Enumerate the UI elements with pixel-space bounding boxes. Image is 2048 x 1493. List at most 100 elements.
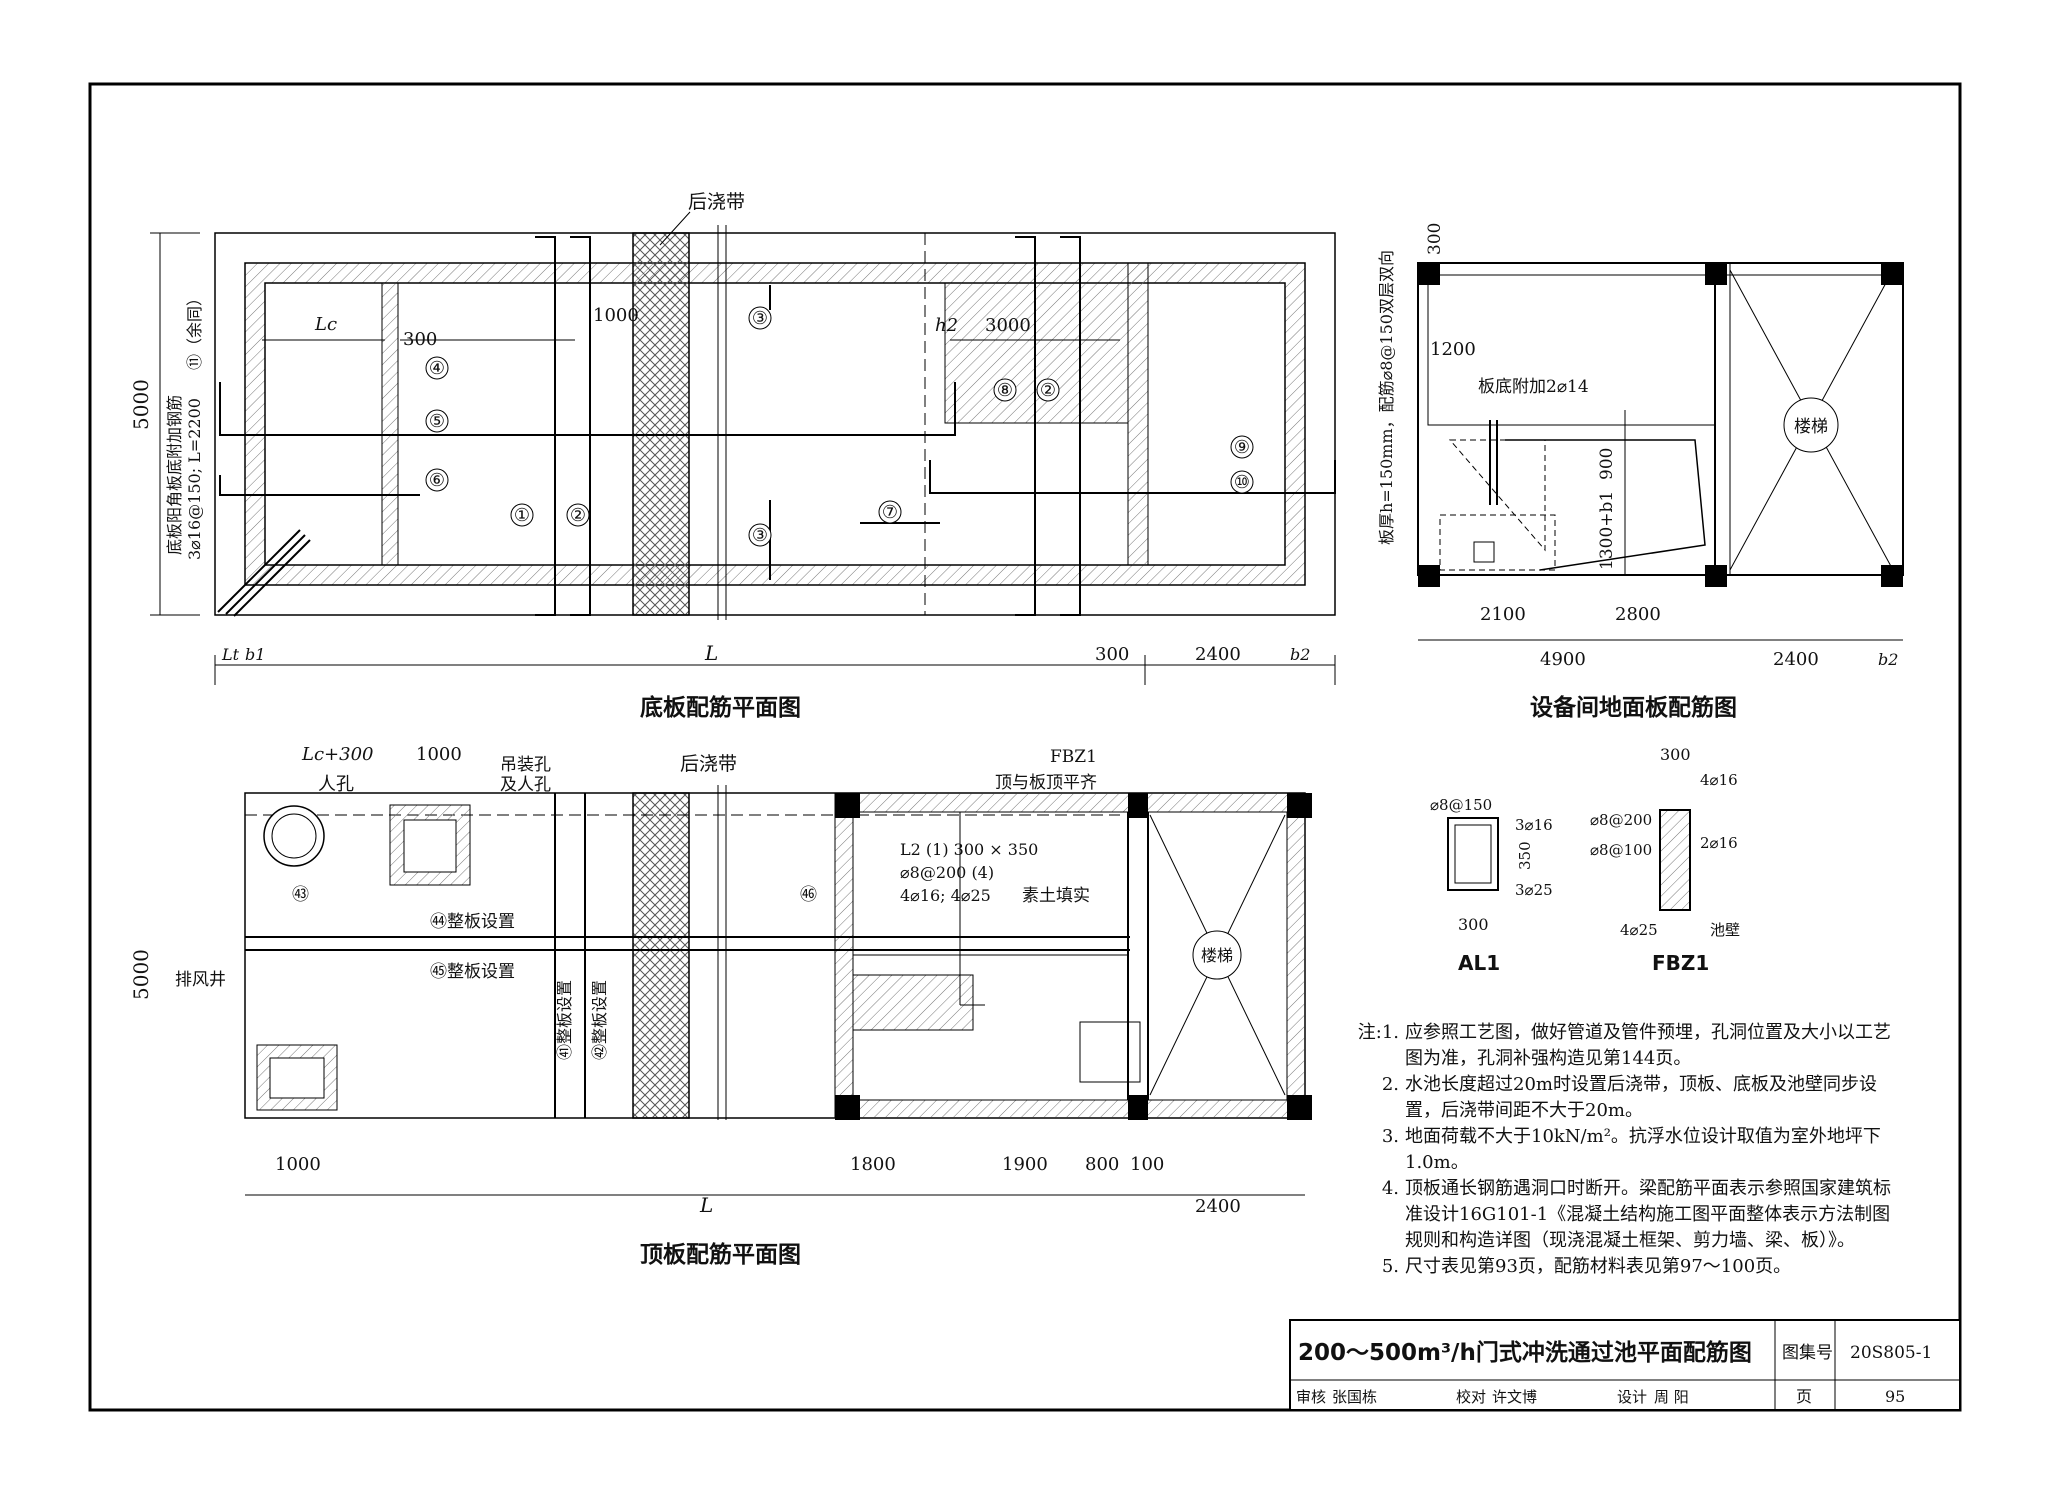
dim-4900: 4900 bbox=[1540, 649, 1586, 670]
marker-text: ⑦ bbox=[882, 502, 898, 523]
marker-41: ㊶整板设置 bbox=[555, 980, 574, 1060]
note-text: 地面荷载不大于10kN/m²。抗浮水位设计取值为室外地坪下1.0m。 bbox=[1405, 1126, 1881, 1173]
fbz1-w: 300 bbox=[1660, 745, 1691, 764]
note-num: 5. bbox=[1381, 1256, 1399, 1277]
check-label: 校对 bbox=[1456, 1388, 1486, 1406]
designer: 周 阳 bbox=[1654, 1388, 1689, 1406]
top-plan-title: 顶板配筋平面图 bbox=[640, 1241, 801, 1268]
dim-1000: 1000 bbox=[416, 744, 462, 765]
fbz1-wall: 池壁 bbox=[1710, 921, 1740, 939]
dim-3000: 3000 bbox=[985, 315, 1031, 336]
marker-text: ⑧ bbox=[997, 380, 1013, 401]
bottom-plan-title: 底板配筋平面图 bbox=[640, 694, 801, 721]
dim-2100: 2100 bbox=[1480, 604, 1526, 625]
design-label: 设计 bbox=[1617, 1388, 1647, 1406]
note-num: 2. bbox=[1381, 1074, 1399, 1095]
note-num: 4. bbox=[1381, 1178, 1399, 1199]
atlas-label: 图集号 bbox=[1782, 1343, 1833, 1363]
marker-45: ㊺整板设置 bbox=[430, 962, 515, 982]
al1-h: 350 bbox=[1516, 841, 1534, 870]
atlas-no: 20S805-1 bbox=[1850, 1343, 1932, 1363]
manhole-label: 人孔 bbox=[318, 774, 354, 795]
dim-2400: 2400 bbox=[1195, 1196, 1241, 1217]
marker-text: ② bbox=[570, 505, 586, 526]
equip-plan-title: 设备间地面板配筋图 bbox=[1530, 694, 1737, 721]
lift-hole-label: 吊装孔 bbox=[500, 755, 551, 775]
drawing-title: 200～500m³/h门式冲洗通过池平面配筋图 bbox=[1298, 1339, 1752, 1366]
marker-46: ㊻ bbox=[800, 885, 817, 905]
marker-text: ⑥ bbox=[429, 470, 445, 491]
marker-text: ② bbox=[1040, 380, 1056, 401]
dim-800b: 800 bbox=[1085, 1154, 1119, 1175]
dim-b1: b1 bbox=[245, 645, 265, 664]
marker-text: ④ bbox=[429, 358, 445, 379]
dim-1800: 1800 bbox=[850, 1154, 896, 1175]
al1-w: 300 bbox=[1458, 915, 1489, 934]
marker-text: ③ bbox=[752, 308, 768, 329]
post-pour-band bbox=[632, 232, 690, 616]
reviewer: 张国栋 bbox=[1332, 1388, 1377, 1406]
dim-300: 300 bbox=[403, 329, 437, 350]
dim-lc300: Lc+300 bbox=[301, 744, 373, 765]
review-label: 审核 bbox=[1296, 1388, 1326, 1406]
post-pour-label: 后浇带 bbox=[680, 753, 737, 775]
dim-lc: Lc bbox=[314, 314, 337, 335]
page-no: 95 bbox=[1885, 1387, 1905, 1406]
dim-1200: 1200 bbox=[1430, 339, 1476, 360]
al1-name: AL1 bbox=[1458, 951, 1500, 975]
equipment-room-plan: 楼梯 1200 板底附加2⌀14 300 板厚h=150mm，配筋⌀8@150双… bbox=[1377, 223, 1904, 721]
marker-44: ㊹整板设置 bbox=[430, 912, 515, 932]
dim-100: 100 bbox=[1130, 1154, 1164, 1175]
dim-300b: 300 bbox=[1095, 644, 1129, 665]
post-pour-band bbox=[632, 792, 690, 1119]
marker-text: ⑨ bbox=[1234, 437, 1250, 458]
fbz1-r5: 4⌀25 bbox=[1620, 921, 1658, 939]
fbz1-name: FBZ1 bbox=[1652, 951, 1709, 975]
notes-block: 注:1. 应参照工艺图，做好管道及管件预埋，孔洞位置及大小以工艺图为准，孔洞补强构… bbox=[1355, 1020, 1895, 1280]
slab-note: 板厚h=150mm，配筋⌀8@150双层双向 bbox=[1377, 250, 1396, 545]
note-item: 3. 地面荷载不大于10kN/m²。抗浮水位设计取值为室外地坪下1.0m。 bbox=[1355, 1124, 1895, 1176]
side-note: 底板阳角板底附加钢筋 bbox=[165, 395, 184, 555]
dim-b2: b2 bbox=[1878, 650, 1898, 669]
sheet-frame bbox=[88, 82, 1962, 1412]
dim-h2: h2 bbox=[935, 315, 958, 336]
marker-text: ③ bbox=[752, 525, 768, 546]
al1-stirrup: ⌀8@150 bbox=[1430, 796, 1492, 814]
post-pour-label: 后浇带 bbox=[688, 191, 745, 213]
dim-b2: b2 bbox=[1290, 645, 1310, 664]
beam-note-1: L2 (1) 300 × 350 bbox=[900, 840, 1038, 859]
top-slab-plan: 楼梯 Lc+300 1000 人孔 吊装孔 及人孔 后浇带 FBZ1 顶与板顶平… bbox=[129, 744, 1312, 1268]
dim-2400: 2400 bbox=[1773, 649, 1819, 670]
section-al1: ⌀8@150 3⌀16 3⌀25 350 300 AL1 bbox=[1430, 796, 1553, 975]
note-num: 注:1. bbox=[1357, 1022, 1399, 1043]
section-fbz1: 300 4⌀16 ⌀8@200 ⌀8@100 2⌀16 4⌀25 池壁 FBZ1 bbox=[1590, 745, 1740, 975]
side-note-2: 3⌀16@150; L=2200 bbox=[185, 398, 204, 560]
dim-L: L bbox=[699, 1193, 713, 1217]
marker-text: ⑤ bbox=[429, 411, 445, 432]
dim-2400: 2400 bbox=[1195, 644, 1241, 665]
dim-L: L bbox=[704, 641, 718, 665]
marker-text: ⑩ bbox=[1234, 472, 1250, 493]
al1-bottom: 3⌀25 bbox=[1515, 881, 1553, 899]
note-item: 4.顶板通长钢筋遇洞口时断开。梁配筋平面表示参照国家建筑标准设计16G101-1… bbox=[1355, 1176, 1895, 1254]
dim-1300b1: 1300+b1 bbox=[1597, 491, 1617, 570]
extra-bar: 板底附加2⌀14 bbox=[1478, 377, 1589, 397]
page-label: 页 bbox=[1796, 1387, 1812, 1406]
note-text: 应参照工艺图，做好管道及管件预埋，孔洞位置及大小以工艺图为准，孔洞补强构造见第1… bbox=[1405, 1022, 1891, 1069]
note-item: 注:1. 应参照工艺图，做好管道及管件预埋，孔洞位置及大小以工艺图为准，孔洞补强构… bbox=[1355, 1020, 1895, 1072]
note-text: 水池长度超过20m时设置后浇带，顶板、底板及池壁同步设置，后浇带间距不大于20m… bbox=[1405, 1074, 1877, 1121]
note-item: 2. 水池长度超过20m时设置后浇带，顶板、底板及池壁同步设置，后浇带间距不大于2… bbox=[1355, 1072, 1895, 1124]
side-note-3: ⑪（余同） bbox=[185, 290, 204, 370]
fbz1-r4: 2⌀16 bbox=[1700, 834, 1738, 852]
stair-label: 楼梯 bbox=[1794, 417, 1828, 437]
note-text: 尺寸表见第93页，配筋材料表见第97～100页。 bbox=[1405, 1256, 1792, 1277]
dim-1000b: 1000 bbox=[275, 1154, 321, 1175]
note-num: 3. bbox=[1381, 1126, 1399, 1147]
lift-hole-label-2: 及人孔 bbox=[500, 775, 551, 795]
dim-5000: 5000 bbox=[129, 949, 153, 1000]
fbz-note: 顶与板顶平齐 bbox=[995, 773, 1097, 793]
marker-text: ① bbox=[514, 505, 530, 526]
marker-43: ㊸ bbox=[292, 885, 309, 905]
